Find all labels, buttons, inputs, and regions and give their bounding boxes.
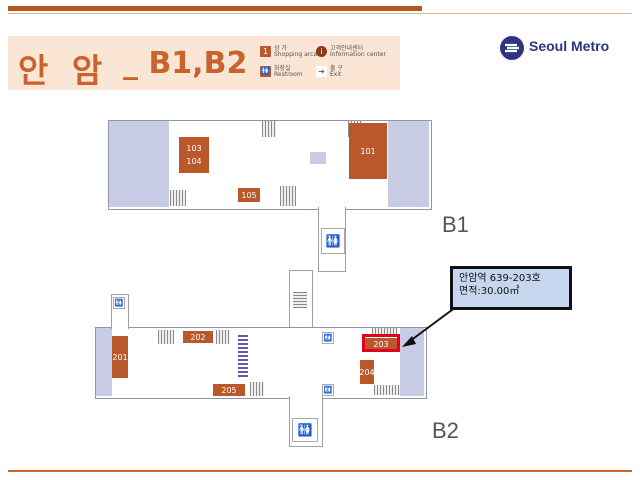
information-icon: i xyxy=(316,46,327,57)
room-202-label: 202 xyxy=(190,332,206,342)
callout-room-number: 안암역 639-203호 xyxy=(459,273,541,284)
b2-left-restroom-icon: 🚻 xyxy=(113,297,125,309)
legend-exit-en: Exit xyxy=(330,71,342,78)
bottom-divider xyxy=(8,470,632,472)
room-103-label: 103 xyxy=(186,144,202,153)
b1-stairs-bottom-left xyxy=(170,190,186,206)
room-201-label: 201 xyxy=(112,352,128,362)
callout-room-area: 면적:30.00㎡ xyxy=(459,286,520,297)
brand-name: Seoul Metro xyxy=(529,38,610,54)
legend-shopping-ko: 상 가 xyxy=(274,45,287,52)
restroom-icon: 🚻 xyxy=(260,66,271,77)
b2-mid-restroom-icon-2: 🚻 xyxy=(322,384,334,396)
b2-restroom-icon: 🚻 xyxy=(292,418,318,442)
b2-stairs-3 xyxy=(250,382,264,396)
legend-restroom-ko: 화장실 xyxy=(274,65,291,72)
legend-restroom-en: Restroom xyxy=(274,71,303,78)
room-204-label: 204 xyxy=(359,367,375,377)
mid-stairs xyxy=(293,292,307,308)
b1-stairs-bottom-mid xyxy=(280,186,296,206)
legend-exit-ko: 출 구 xyxy=(330,65,343,72)
room-203[interactable]: 203 xyxy=(364,338,398,350)
b1-stairs-top-left xyxy=(262,121,276,137)
callout-arrow-icon xyxy=(402,303,461,347)
floor-label-b1: B1 xyxy=(442,212,469,237)
b2-platform-stairs xyxy=(238,333,248,377)
b2-stairs-right-top xyxy=(372,328,398,336)
title-banner xyxy=(8,36,400,90)
room-201[interactable]: 201 xyxy=(112,336,128,378)
selected-room-highlight xyxy=(362,334,400,352)
room-info-callout: 안암역 639-203호 면적:30.00㎡ xyxy=(450,266,572,310)
station-name: 안 암 xyxy=(18,51,109,90)
room-104-label: 104 xyxy=(186,157,202,166)
b2-stairs-right-bottom xyxy=(374,385,400,395)
legend-information-en: Information center xyxy=(330,51,386,58)
room-101-label: 101 xyxy=(360,146,376,156)
b1-kiosk xyxy=(310,152,326,164)
top-divider xyxy=(8,13,632,14)
room-203-label: 203 xyxy=(373,339,389,349)
legend-information-ko: 고객안내센터 xyxy=(330,45,364,52)
room-105[interactable]: 105 xyxy=(238,188,260,202)
room-202[interactable]: 202 xyxy=(183,331,213,343)
shopping-arcade-icon: 1 xyxy=(260,46,271,57)
exit-icon: ➜ xyxy=(316,66,327,77)
room-204[interactable]: 204 xyxy=(359,360,375,384)
room-101[interactable]: 101 xyxy=(349,123,387,179)
floor-label-b2: B2 xyxy=(432,418,459,443)
b1-restroom-icon: 🚻 xyxy=(321,228,345,254)
room-205-label: 205 xyxy=(221,385,237,395)
b2-stairs-1 xyxy=(158,330,174,344)
b1-left-area xyxy=(109,121,169,207)
top-accent-bar xyxy=(8,6,422,11)
b2-left-area xyxy=(96,328,112,396)
b2-mid-restroom-icon: 🚻 xyxy=(322,332,334,344)
room-103-104[interactable]: 103 104 xyxy=(179,137,209,173)
b2-stairs-2 xyxy=(216,330,230,344)
b1-right-area xyxy=(388,121,429,207)
room-205[interactable]: 205 xyxy=(213,384,245,396)
floors-title: _ B1,B2 xyxy=(123,46,248,81)
seoul-metro-logo-icon xyxy=(500,36,524,60)
legend-shopping-en: Shopping arcade xyxy=(274,51,325,58)
room-105-label: 105 xyxy=(241,190,257,200)
